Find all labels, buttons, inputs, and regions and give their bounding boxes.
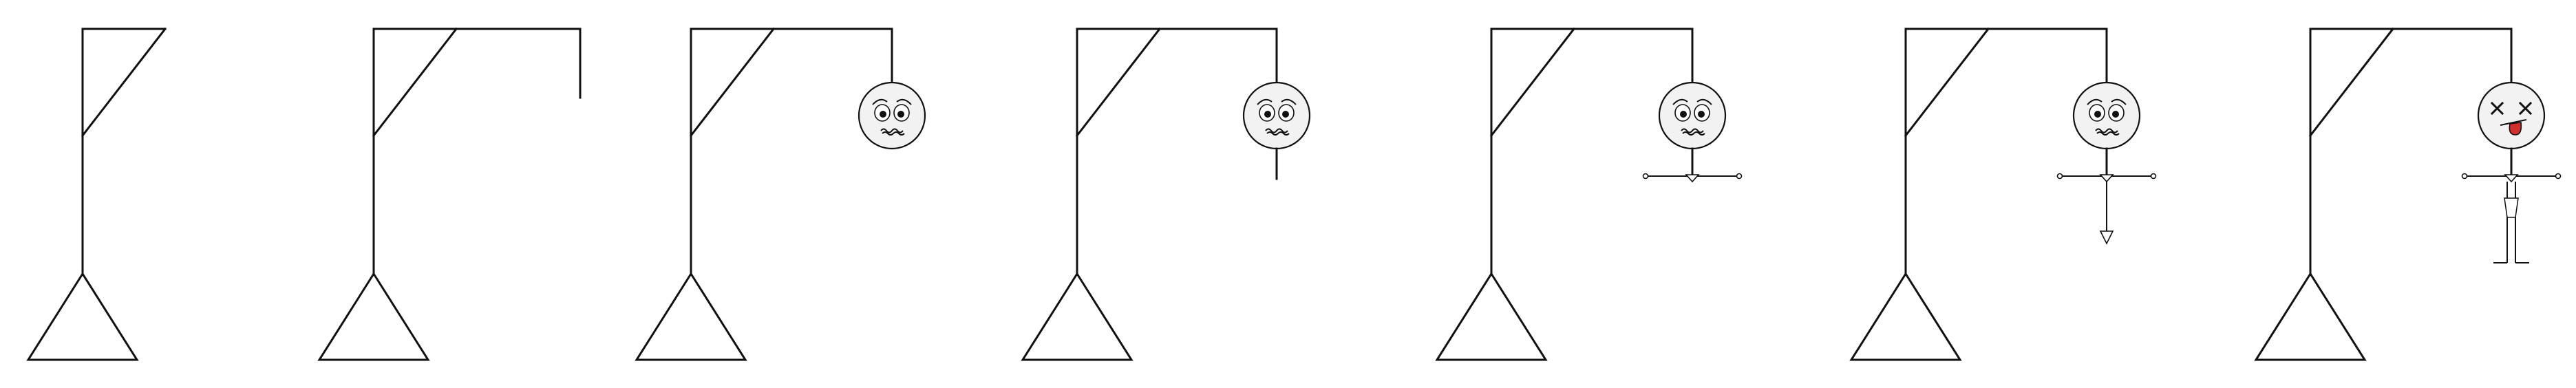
hangman-stage-4	[1021, 27, 1311, 361]
gallows-base-icon	[317, 272, 430, 361]
pupil-left-icon	[1264, 111, 1271, 118]
brow-left-icon	[1672, 98, 1688, 105]
hangman-stage-2	[317, 27, 582, 361]
x-eye-right-icon	[2518, 101, 2533, 116]
pupil-right-icon	[897, 111, 904, 118]
mouth-icon	[1681, 128, 1704, 133]
gallows-brace-icon	[81, 27, 167, 138]
gallows-base-icon	[635, 272, 747, 361]
gallows-brace-icon	[1075, 27, 1162, 138]
pupil-left-icon	[880, 111, 886, 118]
legs-icon	[2506, 182, 2516, 263]
mouth-lower-icon	[2096, 131, 2120, 136]
gallows-base-icon	[2254, 272, 2367, 361]
mouth-icon	[1265, 128, 1288, 133]
pupil-left-icon	[1680, 111, 1687, 118]
mouth-icon	[2500, 119, 2527, 126]
hangman-stage-7	[2254, 27, 2562, 361]
gallows-brace-icon	[1489, 27, 1576, 138]
gallows-brace-icon	[1904, 27, 1990, 138]
head-icon	[1242, 81, 1311, 150]
hand-right-icon	[1736, 173, 1743, 180]
tongue-icon	[2509, 122, 2522, 136]
gallows-base-icon	[1021, 272, 1133, 361]
hand-left-icon	[1642, 173, 1649, 180]
mouth-lower-icon	[1266, 131, 1290, 136]
brow-left-icon	[2087, 98, 2103, 105]
pupil-right-icon	[1698, 111, 1705, 118]
brow-right-icon	[2111, 98, 2127, 105]
gallows-base-icon	[1849, 272, 1962, 361]
hand-right-icon	[2555, 173, 2562, 180]
gallows-base-icon	[26, 272, 139, 361]
gallows-brace-icon	[689, 27, 776, 138]
bowtie-icon	[2504, 174, 2519, 183]
gallows-base-icon	[1435, 272, 1548, 361]
mouth-icon	[2095, 128, 2118, 133]
pants-icon	[2504, 197, 2519, 218]
head-icon	[858, 81, 926, 150]
hand-right-icon	[2150, 173, 2157, 180]
pupil-left-icon	[2094, 111, 2101, 118]
pupil-right-icon	[2112, 111, 2119, 118]
brow-left-icon	[872, 98, 888, 105]
dead-head-icon	[2477, 81, 2546, 150]
hand-left-icon	[2461, 173, 2468, 180]
gallows-brace-icon	[2308, 27, 2395, 138]
head-icon	[2072, 81, 2141, 150]
gallows-brace-icon	[372, 27, 458, 138]
hangman-stage-1	[26, 27, 167, 361]
x-eye-left-icon	[2490, 101, 2504, 116]
hangman-stage-3	[635, 27, 926, 361]
mouth-lower-icon	[882, 131, 905, 136]
mouth-lower-icon	[1682, 131, 1705, 136]
brow-right-icon	[896, 98, 912, 105]
hangman-stage-5	[1435, 27, 1743, 361]
brow-right-icon	[1281, 98, 1297, 105]
hand-left-icon	[2056, 173, 2063, 180]
brow-left-icon	[1257, 98, 1273, 105]
bowtie-icon	[2099, 174, 2114, 183]
head-icon	[1658, 81, 1727, 150]
mouth-icon	[880, 128, 904, 133]
pupil-right-icon	[1282, 111, 1289, 118]
hangman-stage-6	[1849, 27, 2157, 361]
foot-icon	[2099, 230, 2114, 245]
bowtie-icon	[1685, 174, 1700, 183]
brow-right-icon	[1696, 98, 1712, 105]
